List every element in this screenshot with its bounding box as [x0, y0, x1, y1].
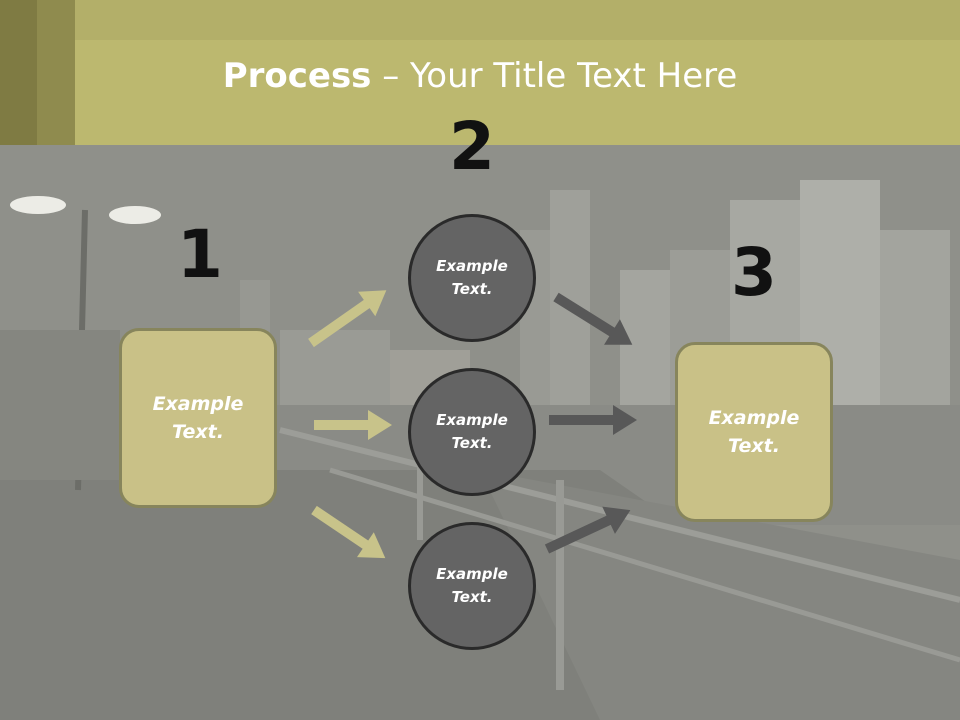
step-number-3: 3: [731, 234, 777, 311]
step-3-text: Example Text.: [708, 406, 800, 458]
step-2-circle-bottom: Example Text.: [408, 522, 536, 650]
arrow-down-right-dark: [553, 292, 633, 345]
arrow-up-right-dark: [544, 506, 631, 554]
step-2-circle-middle: Example Text.: [408, 368, 536, 496]
step-1-text: Example Text.: [152, 392, 244, 444]
step-2-circle-middle-text: Example Text.: [436, 410, 508, 452]
step-2-circle-bottom-text: Example Text.: [436, 564, 508, 606]
step-3-box: Example Text.: [675, 342, 833, 522]
step-1-box: Example Text.: [119, 328, 277, 508]
step-number-1: 1: [177, 216, 223, 293]
left-arrows: [308, 290, 392, 559]
step-2-circle-top-text: Example Text.: [436, 256, 508, 298]
title-header-band: [0, 0, 960, 145]
right-arrows: [544, 292, 637, 554]
page-title: Process – Your Title Text Here: [0, 56, 960, 96]
title-bold-part: Process: [222, 56, 372, 96]
step-number-2: 2: [449, 108, 495, 185]
arrow-right-dark: [549, 405, 637, 435]
arrow-up-right: [308, 290, 387, 348]
step-2-circle-top: Example Text.: [408, 214, 536, 342]
arrow-right: [314, 410, 392, 440]
title-rest-part: – Your Title Text Here: [371, 56, 738, 96]
arrow-down-right: [311, 505, 386, 559]
